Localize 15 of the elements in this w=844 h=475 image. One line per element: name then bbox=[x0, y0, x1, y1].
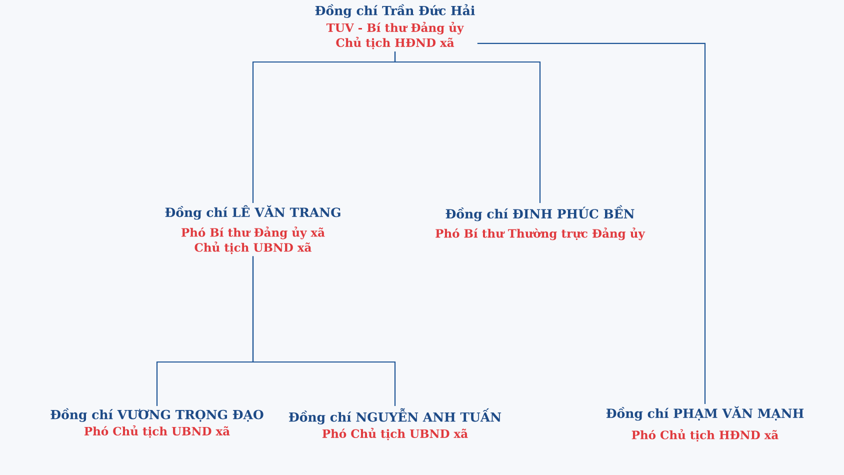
position-title: TUV - Bí thư Đảng ủy Chủ tịch HĐND xã bbox=[326, 22, 464, 50]
person-name: Đồng chí ĐINH PHÚC BỀN bbox=[446, 205, 634, 222]
person-name: Đồng chí NGUYỄN ANH TUẤN bbox=[289, 408, 502, 424]
connector-line bbox=[477, 42, 706, 404]
person-name: Đồng chí VƯƠNG TRỌNG ĐẠO bbox=[50, 408, 264, 422]
position-title: Phó Chủ tịch HĐND xã bbox=[632, 429, 778, 442]
position-title: Phó Bí thư Đảng ủy xã Chủ tịch UBND xã bbox=[182, 226, 325, 254]
position-title: Phó Bí thư Thường trực Đảng ủy bbox=[436, 228, 646, 240]
connector-line bbox=[252, 256, 396, 406]
connector-line bbox=[394, 51, 541, 203]
position-title: Phó Chủ tịch UBND xã bbox=[84, 425, 230, 438]
position-title: Phó Chủ tịch UBND xã bbox=[322, 428, 468, 440]
person-name: Đồng chí LÊ VĂN TRANG bbox=[165, 205, 340, 220]
person-name: Đồng chí Trần Đức Hải bbox=[315, 4, 475, 18]
person-name: Đồng chí PHẠM VĂN MẠNH bbox=[606, 406, 804, 421]
